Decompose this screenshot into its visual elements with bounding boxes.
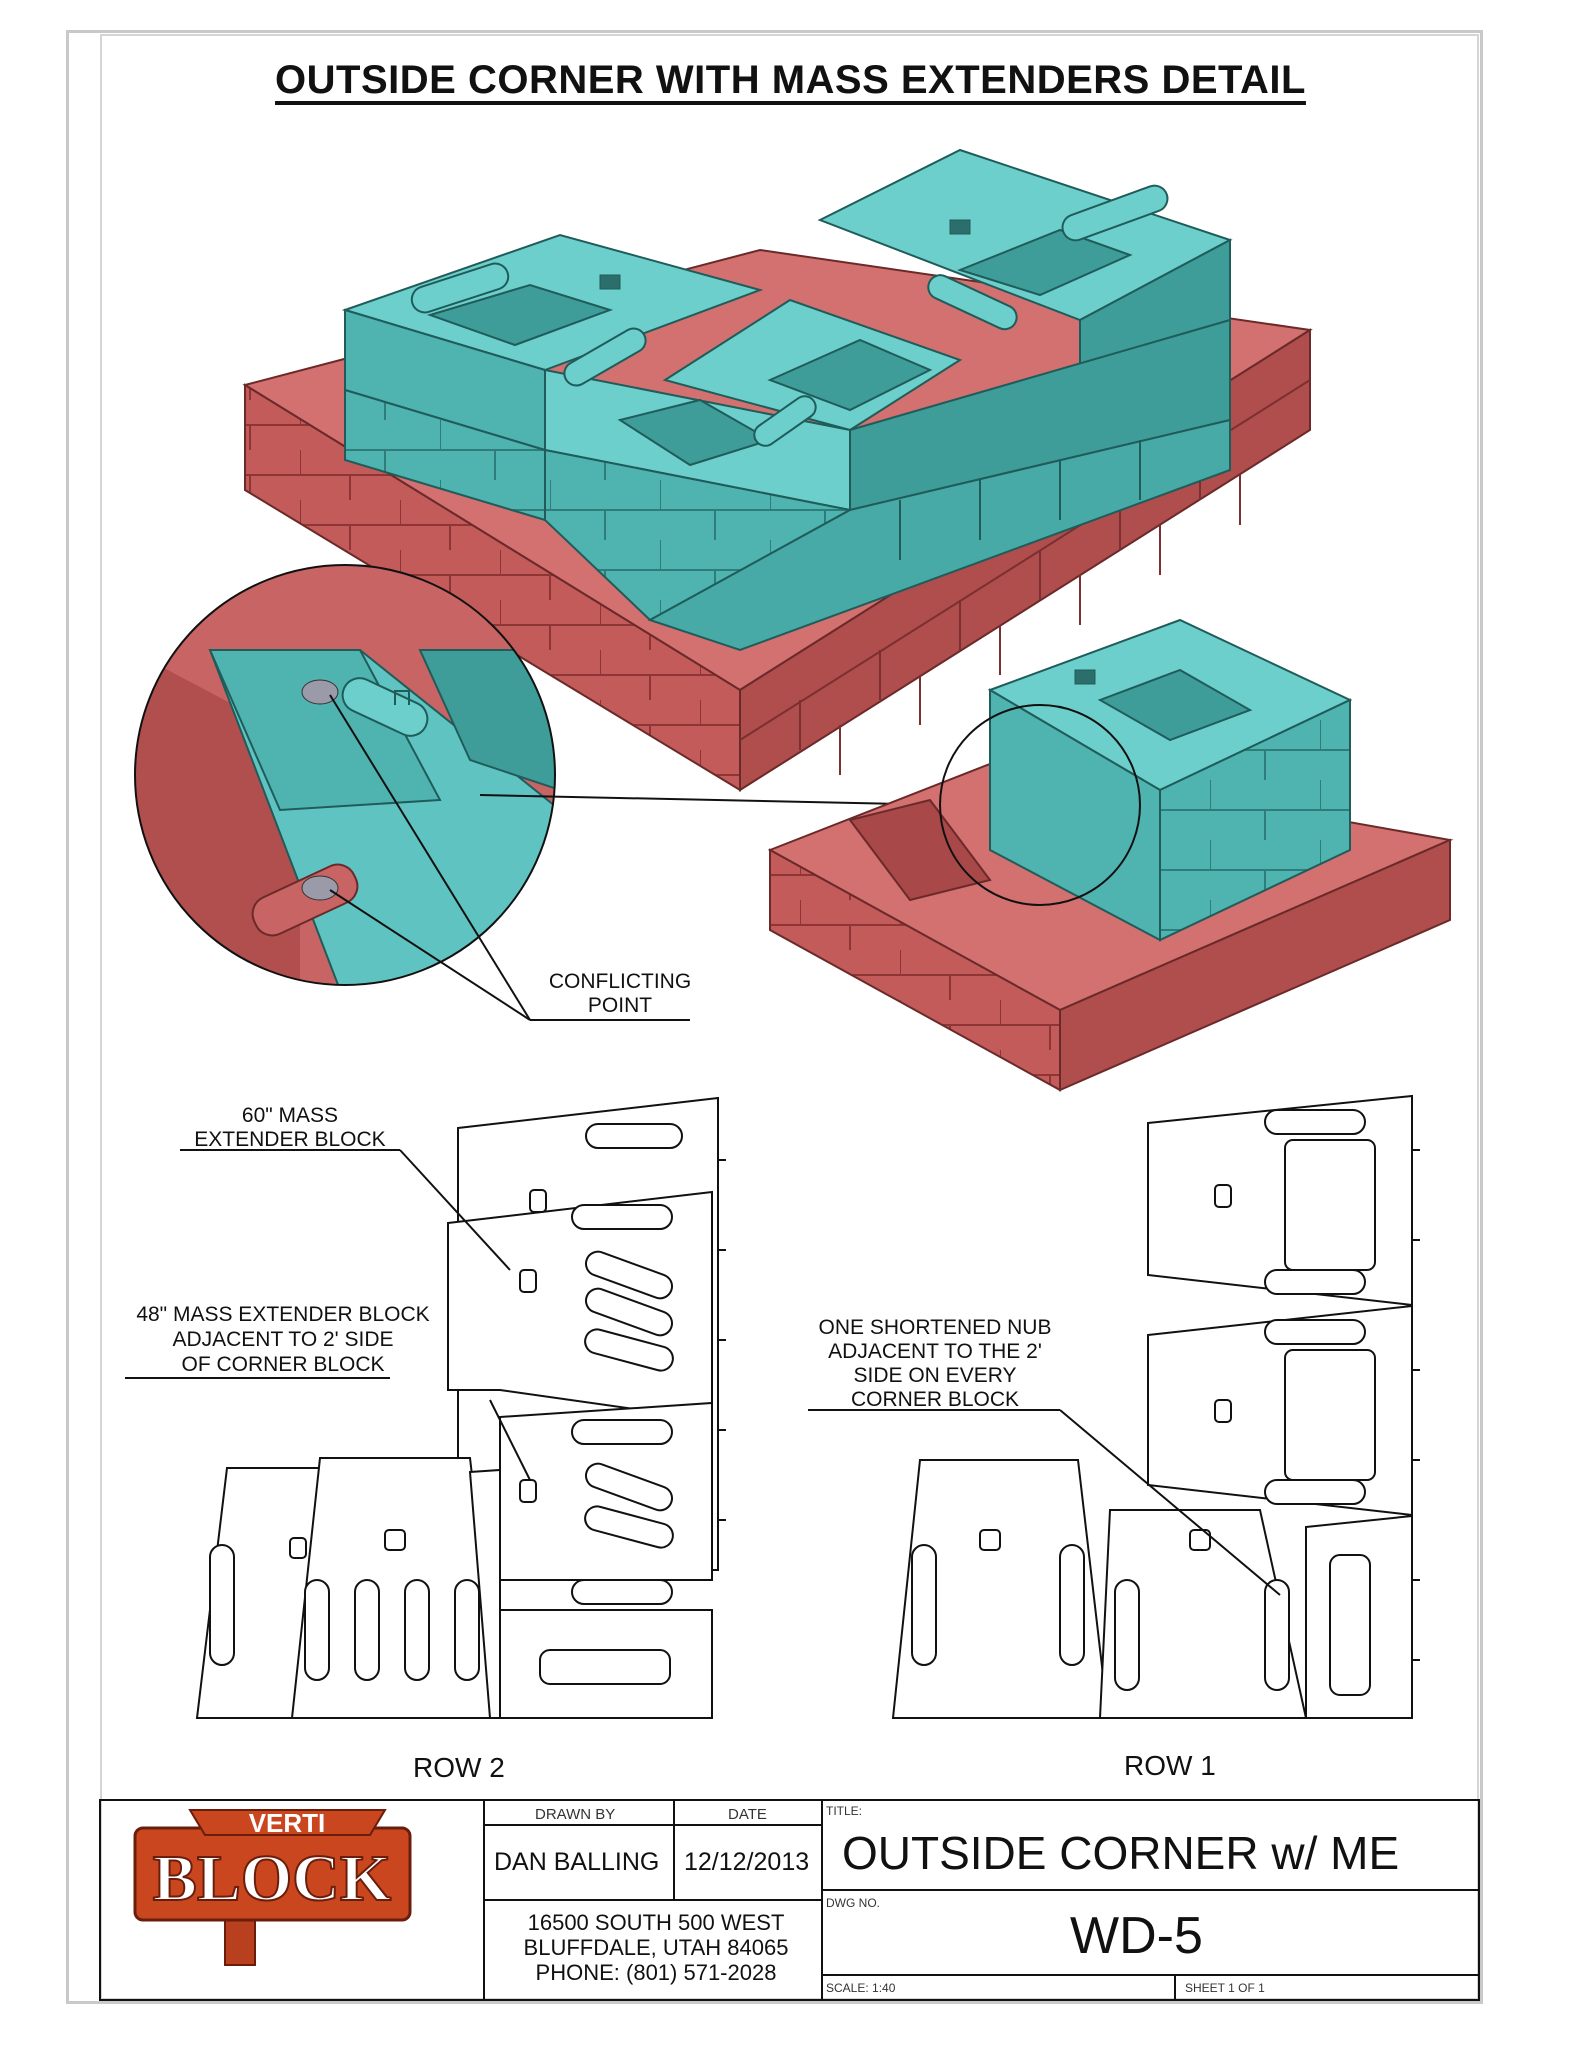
row-2-label: ROW 2	[413, 1752, 505, 1783]
callout-shortened-nub: ONE SHORTENED NUB ADJACENT TO THE 2' SID…	[818, 1316, 1052, 1411]
company-address: 16500 SOUTH 500 WEST BLUFFDALE, UTAH 840…	[523, 1910, 789, 1985]
callout-48-mass-extender: 48" MASS EXTENDER BLOCK ADJACENT TO 2' S…	[136, 1303, 430, 1376]
magnified-detail	[134, 564, 951, 1021]
title-block-grid	[99, 1799, 1480, 2001]
date-label: DATE	[728, 1806, 767, 1823]
drawn-by-label: DRAWN BY	[535, 1806, 616, 1823]
row-1-plan	[808, 1094, 1420, 1719]
corner-assembly	[767, 618, 1454, 1092]
sheet-text: SHEET 1 OF 1	[1185, 1981, 1265, 1995]
date-value: 12/12/2013	[684, 1848, 810, 1876]
callout-conflicting-point: CONFLICTING POINT	[548, 970, 692, 1017]
logo-top-text: VERTI	[249, 1808, 326, 1838]
drawn-by-value: DAN BALLING	[494, 1848, 660, 1876]
logo-main-text: BLOCK	[153, 1842, 391, 1915]
row-2-plan	[125, 1096, 726, 1719]
drawing-name: OUTSIDE CORNER w/ ME	[842, 1827, 1400, 1879]
dwg-no-value: WD-5	[1070, 1907, 1203, 1965]
vertiblock-logo: VERTI BLOCK	[133, 1808, 412, 1966]
row-1-label: ROW 1	[1124, 1750, 1216, 1781]
callout-60-mass-extender: 60" MASS EXTENDER BLOCK	[194, 1104, 386, 1151]
title-label: TITLE:	[826, 1804, 863, 1818]
drawing-frame	[66, 30, 1483, 2004]
upper-assembly	[242, 148, 1313, 792]
drawing-title: OUTSIDE CORNER WITH MASS EXTENDERS DETAI…	[275, 58, 1306, 102]
dwg-no-label: DWG NO.	[826, 1896, 880, 1910]
scale-text: SCALE: 1:40	[826, 1981, 896, 1995]
